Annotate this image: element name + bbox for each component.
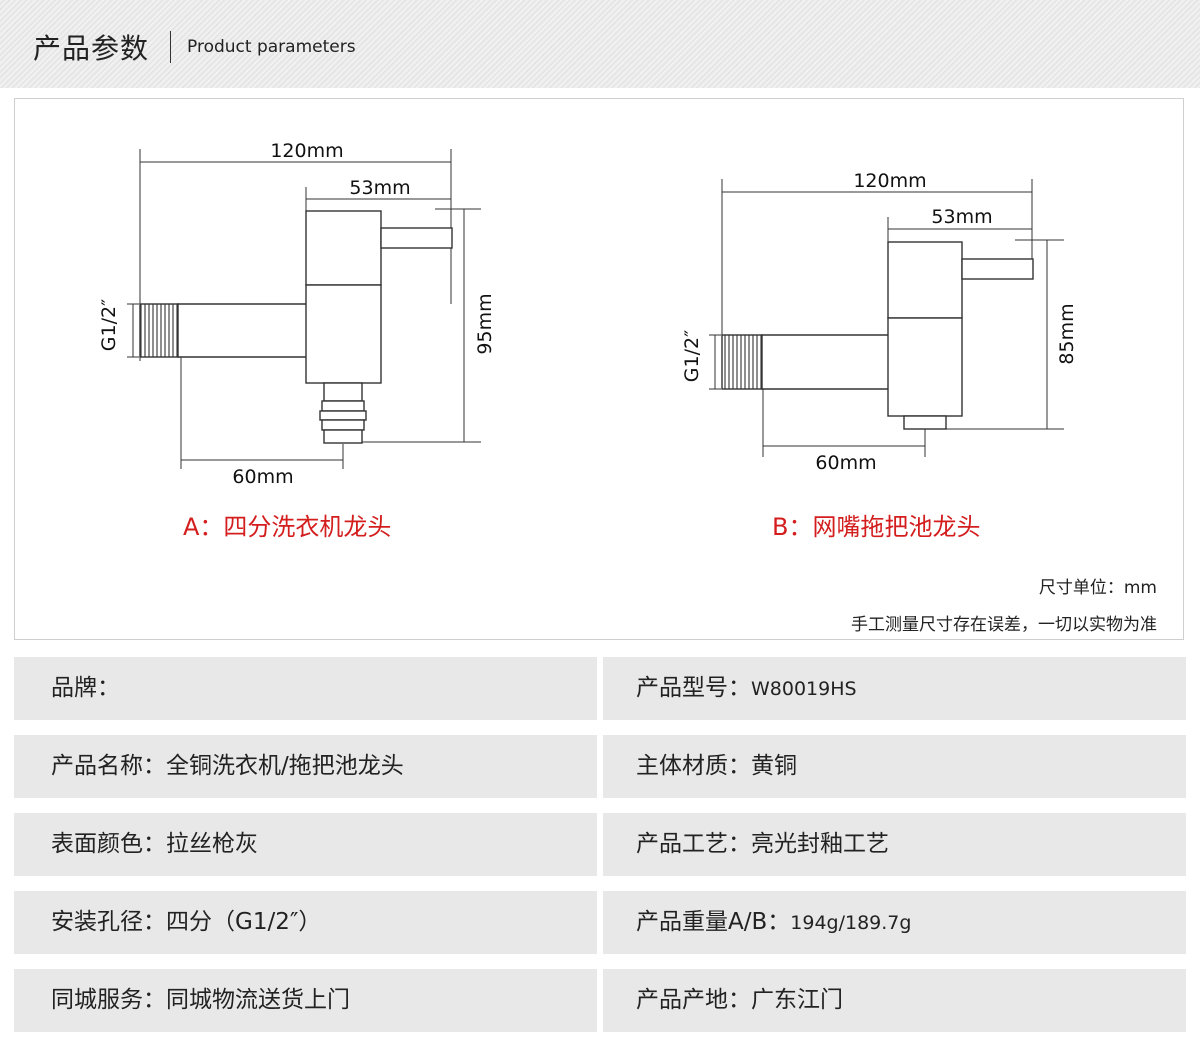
faucet-b-handle-dimension: 53mm	[931, 206, 992, 228]
faucet-a-body-dimension: 60mm	[232, 466, 293, 488]
spec-cell-local-service: 同城服务：同城物流送货上门	[14, 969, 597, 1032]
dimension-diagram-panel: 120mm 53mm 95mm G1/2″ 60mm A：四分洗衣机龙头	[14, 98, 1184, 640]
spec-value: 四分（G1/2″）	[166, 909, 322, 935]
spec-label: 产品型号：	[636, 675, 751, 701]
spec-value: 全铜洗衣机/拖把池龙头	[166, 753, 404, 779]
spec-cell-process: 产品工艺：亮光封釉工艺	[603, 813, 1186, 876]
faucet-b-drawing	[709, 179, 1064, 457]
faucet-a-width-dimension: 120mm	[270, 140, 343, 162]
error-note: 手工测量尺寸存在误差，一切以实物为准	[851, 615, 1157, 635]
spec-cell-install-size: 安装孔径：四分（G1/2″）	[14, 891, 597, 954]
spec-value: W80019HS	[751, 678, 857, 700]
spec-cell-material: 主体材质：黄铜	[603, 735, 1186, 798]
spec-label: 产品工艺：	[636, 831, 751, 857]
spec-label: 品牌：	[51, 675, 120, 701]
faucet-dimension-drawings: 120mm 53mm 95mm G1/2″ 60mm A：四分洗衣机龙头	[98, 140, 1078, 541]
spec-label: 安装孔径：	[51, 909, 166, 935]
spec-label: 同城服务：	[51, 987, 166, 1013]
faucet-a-caption: A：四分洗衣机龙头	[183, 513, 391, 541]
section-title-en: Product parameters	[187, 37, 356, 57]
title-divider	[170, 31, 171, 63]
faucet-a-drawing	[127, 149, 481, 469]
spec-label: 产品产地：	[636, 987, 751, 1013]
spec-value: 194g/189.7g	[790, 912, 912, 934]
faucet-b-caption: B：网嘴拖把池龙头	[772, 513, 980, 541]
spec-cell-brand: 品牌：	[14, 657, 597, 720]
spec-label: 产品名称：	[51, 753, 166, 779]
faucet-b-body-dimension: 60mm	[815, 452, 876, 474]
unit-note: 尺寸单位：mm	[1038, 578, 1157, 598]
faucet-a-height-dimension: 95mm	[474, 293, 496, 354]
section-title-cn: 产品参数	[33, 32, 150, 65]
spec-value: 黄铜	[751, 753, 797, 779]
spec-value: 亮光封釉工艺	[751, 831, 889, 857]
spec-label: 表面颜色：	[51, 831, 166, 857]
spec-cell-origin: 产品产地：广东江门	[603, 969, 1186, 1032]
faucet-b-width-dimension: 120mm	[853, 170, 926, 192]
spec-cell-product-name: 产品名称：全铜洗衣机/拖把池龙头	[14, 735, 597, 798]
spec-cell-weight: 产品重量A/B：194g/189.7g	[603, 891, 1186, 954]
spec-cell-surface-color: 表面颜色：拉丝枪灰	[14, 813, 597, 876]
faucet-b-height-dimension: 85mm	[1056, 303, 1078, 364]
spec-value: 广东江门	[751, 987, 843, 1013]
spec-label: 产品重量A/B：	[636, 909, 791, 935]
spec-cell-model: 产品型号：W80019HS	[603, 657, 1186, 720]
spec-value: 拉丝枪灰	[166, 831, 258, 857]
faucet-b-thread-dimension: G1/2″	[681, 330, 703, 382]
faucet-a-thread-dimension: G1/2″	[98, 299, 120, 351]
spec-value: 同城物流送货上门	[166, 987, 350, 1013]
spec-label: 主体材质：	[636, 753, 751, 779]
faucet-a-handle-dimension: 53mm	[349, 177, 410, 199]
header-banner: 产品参数 Product parameters	[0, 0, 1200, 88]
